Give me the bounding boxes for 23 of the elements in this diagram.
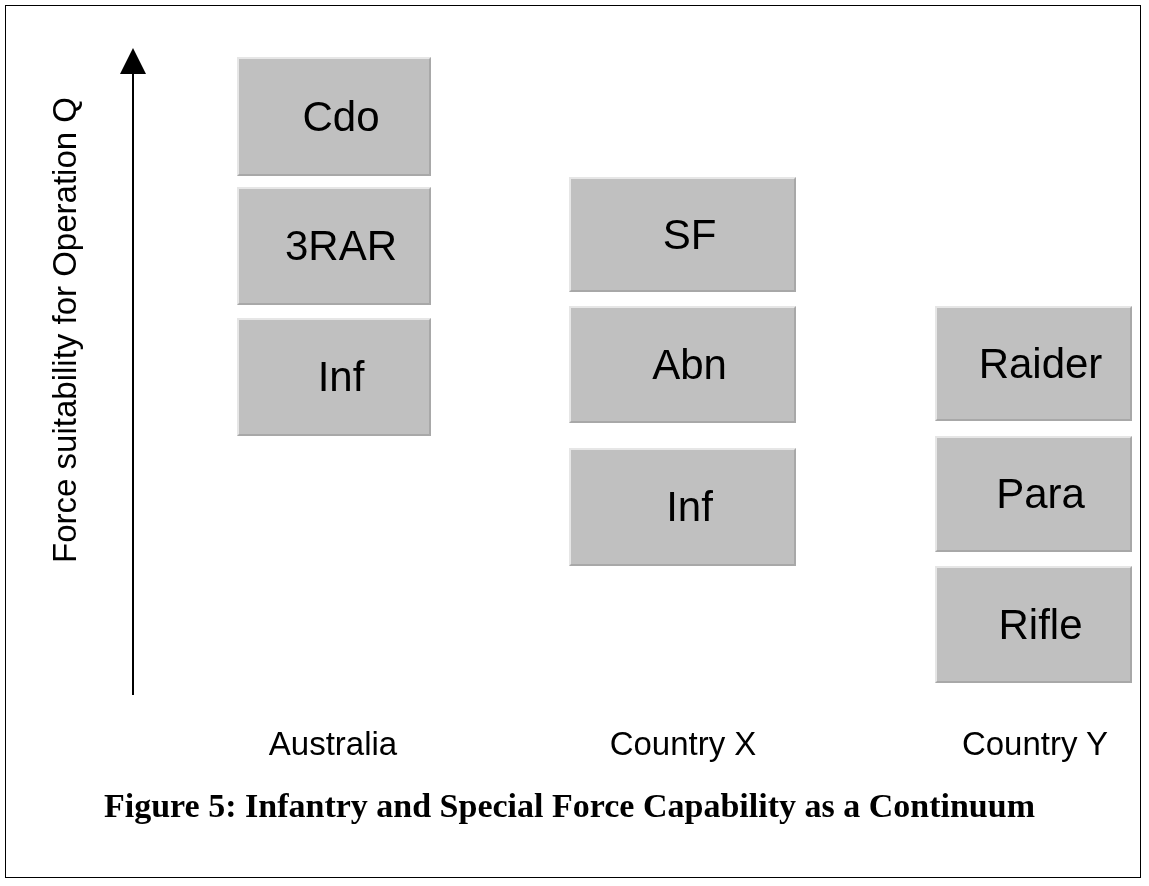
country-label: Country X <box>609 725 757 763</box>
unit-name: Abn <box>651 340 727 389</box>
unit-box <box>237 318 431 436</box>
unit-box <box>237 57 431 176</box>
unit-name: Inf <box>665 483 713 531</box>
unit-box <box>935 436 1132 552</box>
figure-caption: Figure 5: Infantry and Special Force Capability as a Continuum <box>104 787 1035 825</box>
unit-name: Rifle <box>997 600 1083 649</box>
unit-name: 3RAR <box>283 222 397 270</box>
unit-box <box>569 177 796 292</box>
unit-box <box>935 566 1132 683</box>
unit-box <box>569 448 796 566</box>
country-label: Australia <box>268 725 398 763</box>
unit-name: Para <box>995 470 1085 518</box>
unit-box <box>935 306 1132 421</box>
unit-box <box>569 306 796 423</box>
axis-title: Force suitability for Operation Q <box>46 97 84 563</box>
unit-name: Raider <box>977 339 1103 388</box>
unit-name: Cdo <box>301 92 380 141</box>
country-label: Country Y <box>961 725 1109 763</box>
unit-name: SF <box>661 210 717 259</box>
unit-name: Inf <box>316 353 365 401</box>
unit-box <box>237 187 431 305</box>
